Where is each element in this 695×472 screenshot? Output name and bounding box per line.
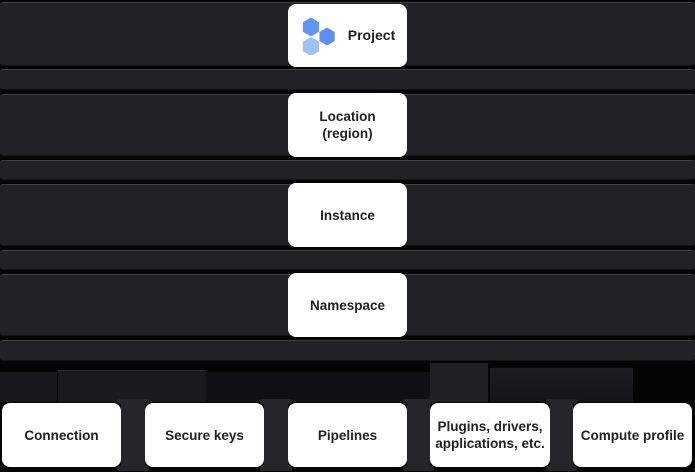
bottom-gap-2 [260,399,292,471]
node-connection-label: Connection [24,427,99,443]
node-compute-profile-label: Compute profile [580,427,685,443]
connector-band-4 [0,340,695,361]
node-connection: Connection [2,403,121,467]
node-location-label: Location (region) [319,109,376,141]
node-instance: Instance [288,183,407,247]
node-pipelines: Pipelines [288,403,407,467]
node-compute-profile: Compute profile [573,403,692,467]
node-secure-keys-label: Secure keys [165,427,244,443]
faint-panel-4 [430,363,488,402]
node-project: Project [288,4,407,67]
node-pipelines-label: Pipelines [317,427,378,443]
connector-band-2 [0,160,695,180]
node-instance-label: Instance [320,207,375,223]
node-secure-keys: Secure keys [145,403,264,467]
node-namespace: Namespace [288,273,407,337]
connector-band-1 [0,69,695,90]
node-plugins: Plugins, drivers, applications, etc. [430,403,550,467]
bottom-gap-3 [403,399,434,471]
faint-panel-5 [490,367,633,402]
node-namespace-label: Namespace [309,297,386,313]
node-location: Location (region) [288,93,407,157]
bottom-gap-4 [546,399,577,471]
node-project-label: Project [347,27,396,43]
faint-panel-1 [0,372,57,402]
connector-band-3 [0,250,695,270]
node-plugins-label: Plugins, drivers, applications, etc. [435,419,545,451]
bottom-gap-1 [117,399,149,471]
faint-panel-2 [58,370,206,402]
faint-panel-3 [206,372,430,402]
data-fusion-hexagons-icon [302,16,335,55]
